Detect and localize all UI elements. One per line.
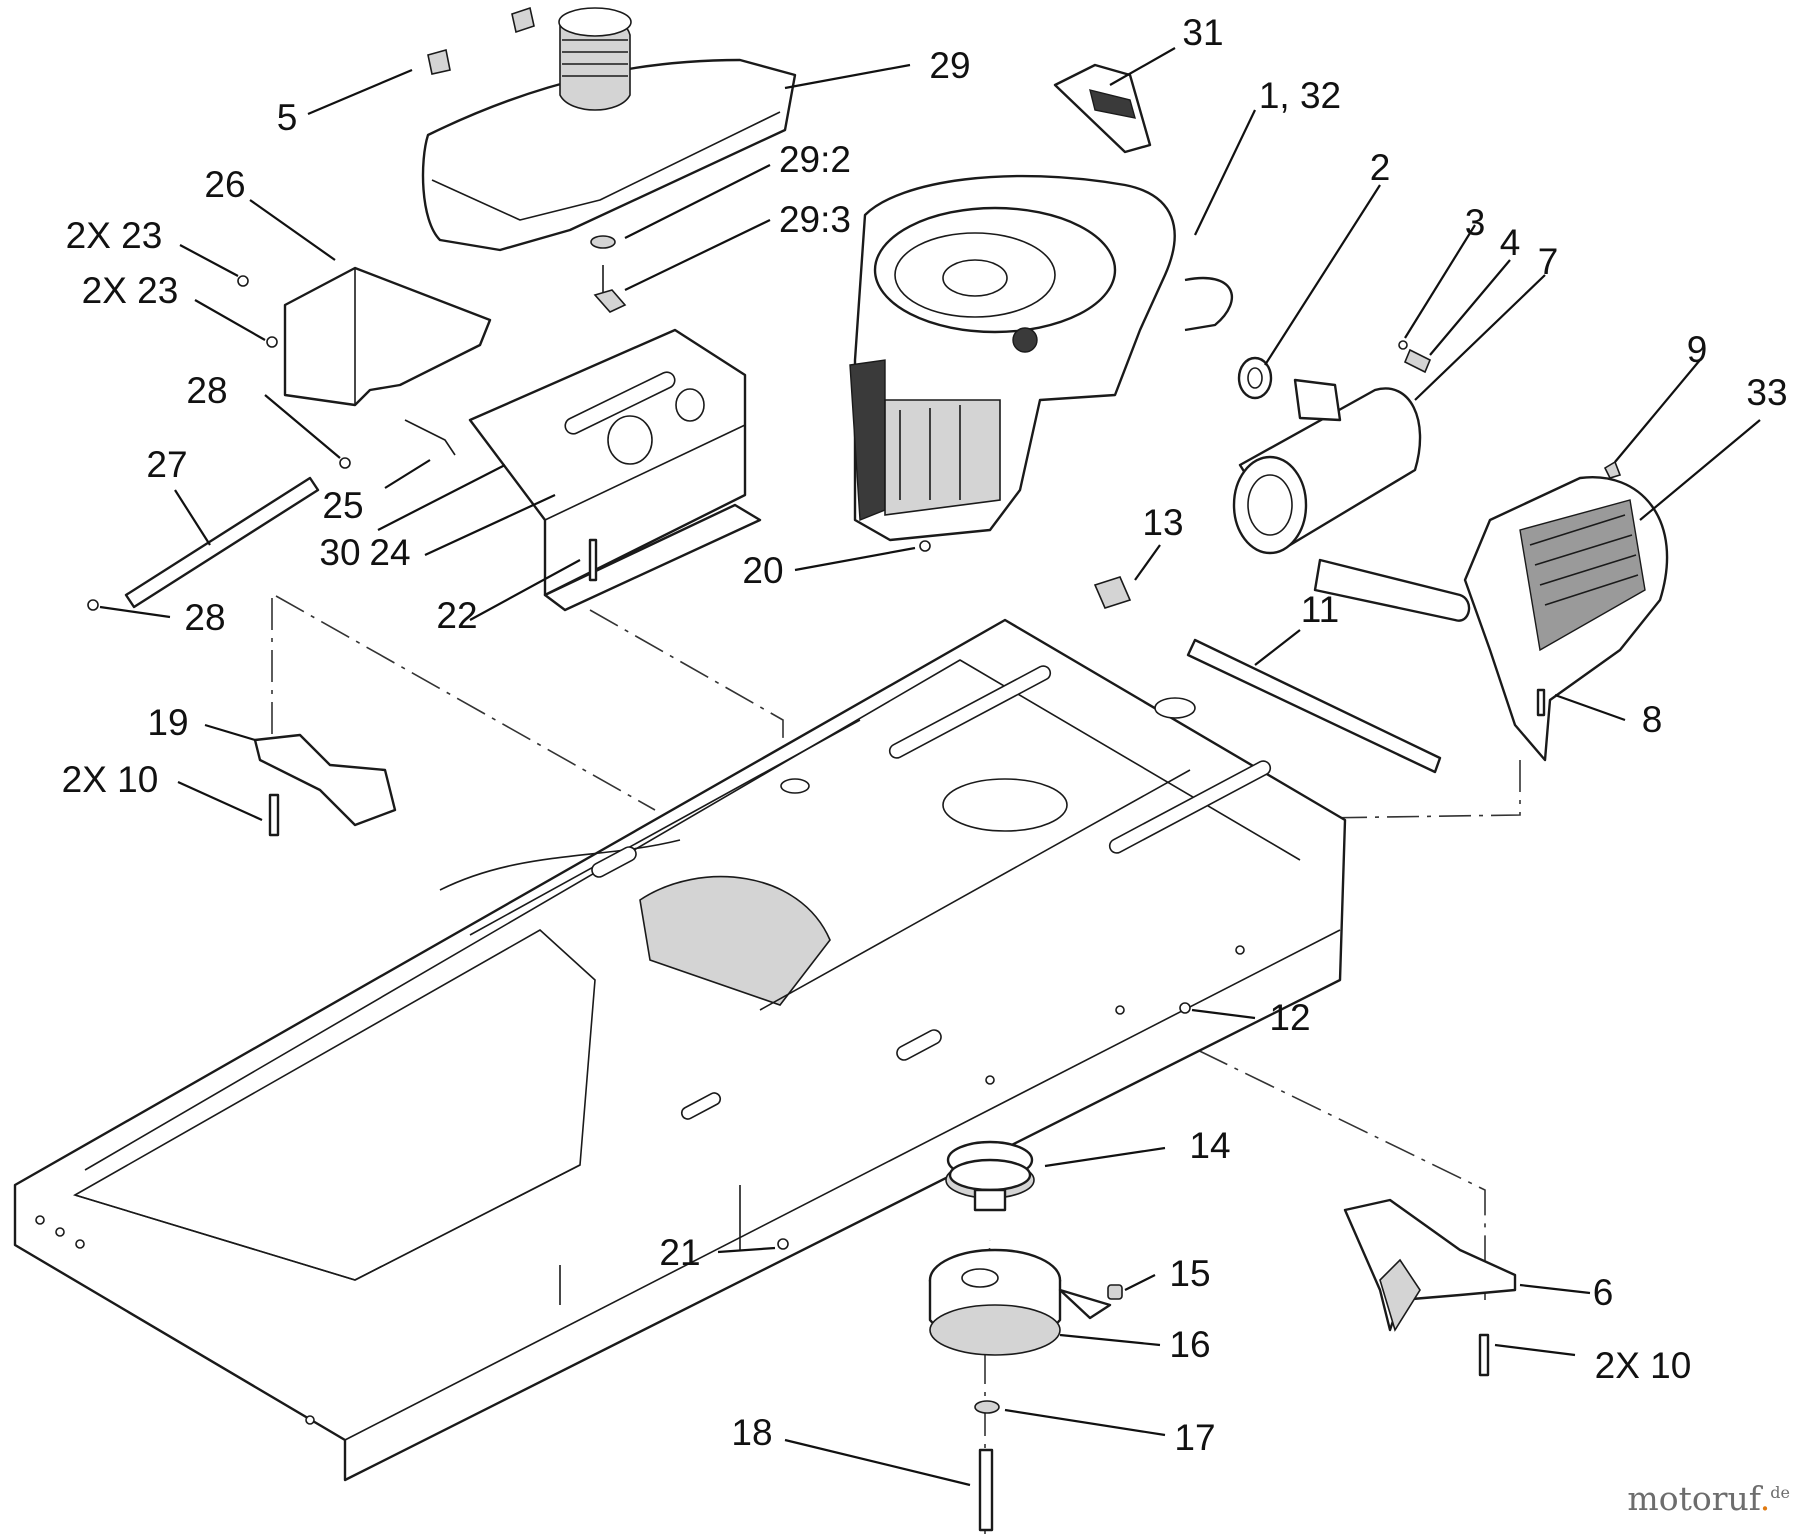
shield-screw bbox=[1603, 460, 1622, 479]
screw-23-a bbox=[237, 275, 249, 287]
callout-29: 29 bbox=[929, 45, 970, 86]
callout-2x10-left: 2X 10 bbox=[62, 759, 159, 800]
spacer-rod bbox=[124, 476, 320, 609]
muffler-bolts bbox=[1398, 340, 1432, 374]
engine-decal bbox=[1053, 63, 1152, 154]
callout-19: 19 bbox=[147, 702, 188, 743]
screw-8 bbox=[1536, 688, 1546, 717]
callout-11: 11 bbox=[1301, 589, 1339, 630]
callout-28-bottom: 28 bbox=[184, 597, 225, 638]
screw-23-b bbox=[266, 336, 278, 348]
callout-20: 20 bbox=[742, 550, 783, 591]
muffler bbox=[1232, 378, 1471, 622]
callout-28-top: 28 bbox=[186, 370, 227, 411]
clutch-bolt bbox=[978, 1448, 994, 1532]
callout-30: 30 bbox=[319, 532, 360, 573]
fuel-tank bbox=[421, 7, 797, 252]
engine bbox=[849, 174, 1233, 542]
callout-13: 13 bbox=[1142, 502, 1183, 543]
bolt-22 bbox=[588, 538, 598, 582]
nut-28-a bbox=[339, 457, 351, 469]
callout-21: 21 bbox=[659, 1232, 700, 1273]
engine-pulley bbox=[945, 1140, 1035, 1212]
callout-1-32: 1, 32 bbox=[1259, 75, 1341, 116]
callout-5: 5 bbox=[277, 97, 298, 138]
callout-8: 8 bbox=[1642, 699, 1663, 740]
callout-14: 14 bbox=[1189, 1125, 1230, 1166]
engine-bracket bbox=[468, 328, 762, 612]
callout-33: 33 bbox=[1746, 372, 1787, 413]
nut-21 bbox=[777, 1238, 789, 1250]
callout-2x10-right: 2X 10 bbox=[1595, 1345, 1692, 1386]
callout-6: 6 bbox=[1593, 1272, 1614, 1313]
electric-clutch bbox=[928, 1248, 1123, 1356]
callout-15: 15 bbox=[1169, 1253, 1210, 1294]
callout-2x23-top: 2X 23 bbox=[66, 215, 163, 256]
callout-2x23-bottom: 2X 23 bbox=[82, 270, 179, 311]
nut-28-b bbox=[87, 599, 99, 611]
fuel-tank-shield bbox=[283, 266, 492, 407]
exhaust-pipe bbox=[1186, 638, 1442, 774]
grommet-and-fitting bbox=[590, 235, 627, 313]
heat-shield bbox=[1463, 475, 1669, 762]
nut-20 bbox=[919, 540, 931, 552]
watermark-logo: motoruf.de bbox=[1627, 1479, 1790, 1518]
watermark-dot: . bbox=[1759, 1479, 1771, 1518]
callout-9: 9 bbox=[1687, 329, 1708, 370]
nut-12 bbox=[1179, 1002, 1191, 1014]
front-bracket bbox=[253, 733, 397, 827]
hardware bbox=[87, 275, 1546, 1377]
callout-27: 27 bbox=[146, 444, 187, 485]
callout-22: 22 bbox=[436, 595, 477, 636]
exhaust-gasket bbox=[1237, 356, 1273, 400]
callout-24: 24 bbox=[369, 532, 410, 573]
leader-lines bbox=[99, 47, 1761, 1487]
callout-29-2: 29:2 bbox=[779, 139, 851, 180]
rear-bracket bbox=[1343, 1198, 1517, 1332]
callout-26: 26 bbox=[204, 164, 245, 205]
callout-7: 7 bbox=[1538, 241, 1559, 282]
rod-clip bbox=[404, 419, 456, 456]
callout-29-3: 29:3 bbox=[779, 199, 851, 240]
fuel-fitting bbox=[1093, 576, 1132, 609]
watermark-brand: motoruf bbox=[1627, 1479, 1760, 1518]
callout-17: 17 bbox=[1174, 1417, 1215, 1458]
callout-4: 4 bbox=[1500, 222, 1521, 263]
callout-16: 16 bbox=[1169, 1324, 1210, 1365]
fuel-cap-insert bbox=[427, 6, 535, 75]
callout-labels: 5 29 31 1, 32 26 29:2 2 2X 23 29:3 3 4 2… bbox=[62, 12, 1788, 1458]
callout-3: 3 bbox=[1465, 202, 1486, 243]
callout-18: 18 bbox=[731, 1412, 772, 1453]
callout-12: 12 bbox=[1269, 997, 1310, 1038]
callout-2: 2 bbox=[1370, 147, 1391, 188]
bolt-10-b bbox=[1478, 1333, 1490, 1377]
chassis-frame bbox=[13, 618, 1347, 1482]
callout-25: 25 bbox=[322, 485, 363, 526]
callout-31: 31 bbox=[1182, 12, 1223, 53]
clutch-washer bbox=[974, 1400, 1000, 1414]
watermark-tld: de bbox=[1770, 1483, 1790, 1502]
bolt-10-a bbox=[268, 793, 280, 837]
